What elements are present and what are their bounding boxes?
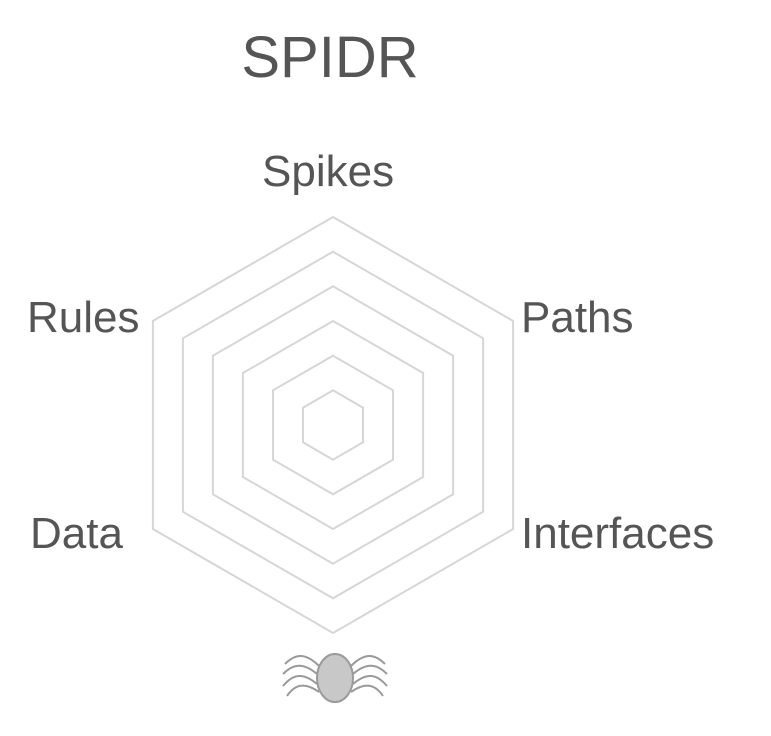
web-ring-6 — [151, 215, 515, 635]
spider-icon — [282, 653, 388, 703]
web-ring-1 — [302, 389, 364, 461]
web-ring-2 — [272, 354, 394, 496]
web-rings — [151, 215, 515, 635]
axis-label-paths: Paths — [521, 293, 634, 342]
web-ring-5 — [181, 250, 485, 600]
diagram-title: SPIDR — [241, 25, 419, 90]
web-ring-3 — [241, 319, 425, 531]
web-ring-4 — [211, 285, 455, 565]
axis-label-interfaces: Interfaces — [521, 509, 715, 558]
axis-label-rules: Rules — [27, 293, 140, 342]
axis-label-spikes: Spikes — [262, 147, 395, 196]
axis-label-data: Data — [30, 509, 123, 558]
